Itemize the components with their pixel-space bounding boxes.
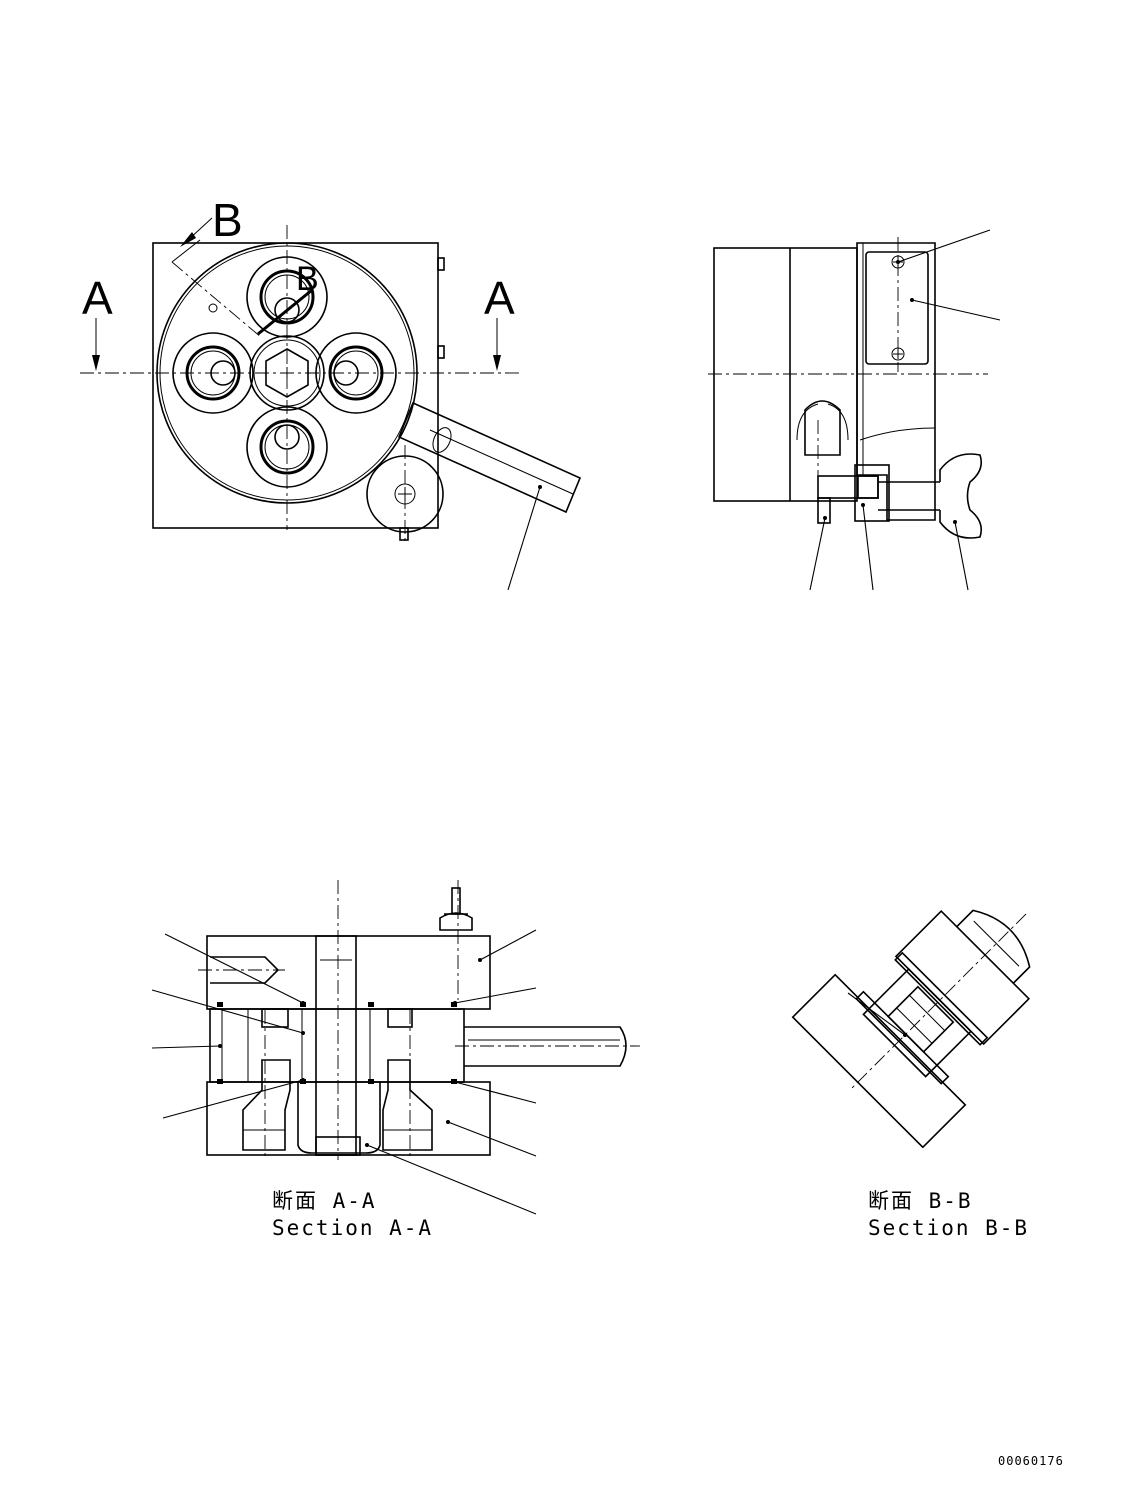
section-b-label: B xyxy=(212,194,243,246)
section-a-label-right: A xyxy=(484,272,515,324)
section-bb-caption-en: Section B-B xyxy=(868,1216,1029,1240)
side-view xyxy=(708,229,1001,591)
section-aa-caption-en: Section A-A xyxy=(272,1216,433,1240)
drawing-code: 00060176 xyxy=(998,1454,1064,1468)
section-aa-view: 断面 A-A Section A-A xyxy=(151,880,640,1240)
front-view: A A B B xyxy=(80,194,582,591)
section-bb-view: 断面 B-B Section B-B xyxy=(791,909,1031,1240)
section-a-label-left: A xyxy=(82,272,113,324)
section-aa-caption-jp: 断面 A-A xyxy=(272,1189,377,1213)
section-b-label-small: B xyxy=(296,260,319,298)
section-bb-caption-jp: 断面 B-B xyxy=(868,1189,973,1213)
